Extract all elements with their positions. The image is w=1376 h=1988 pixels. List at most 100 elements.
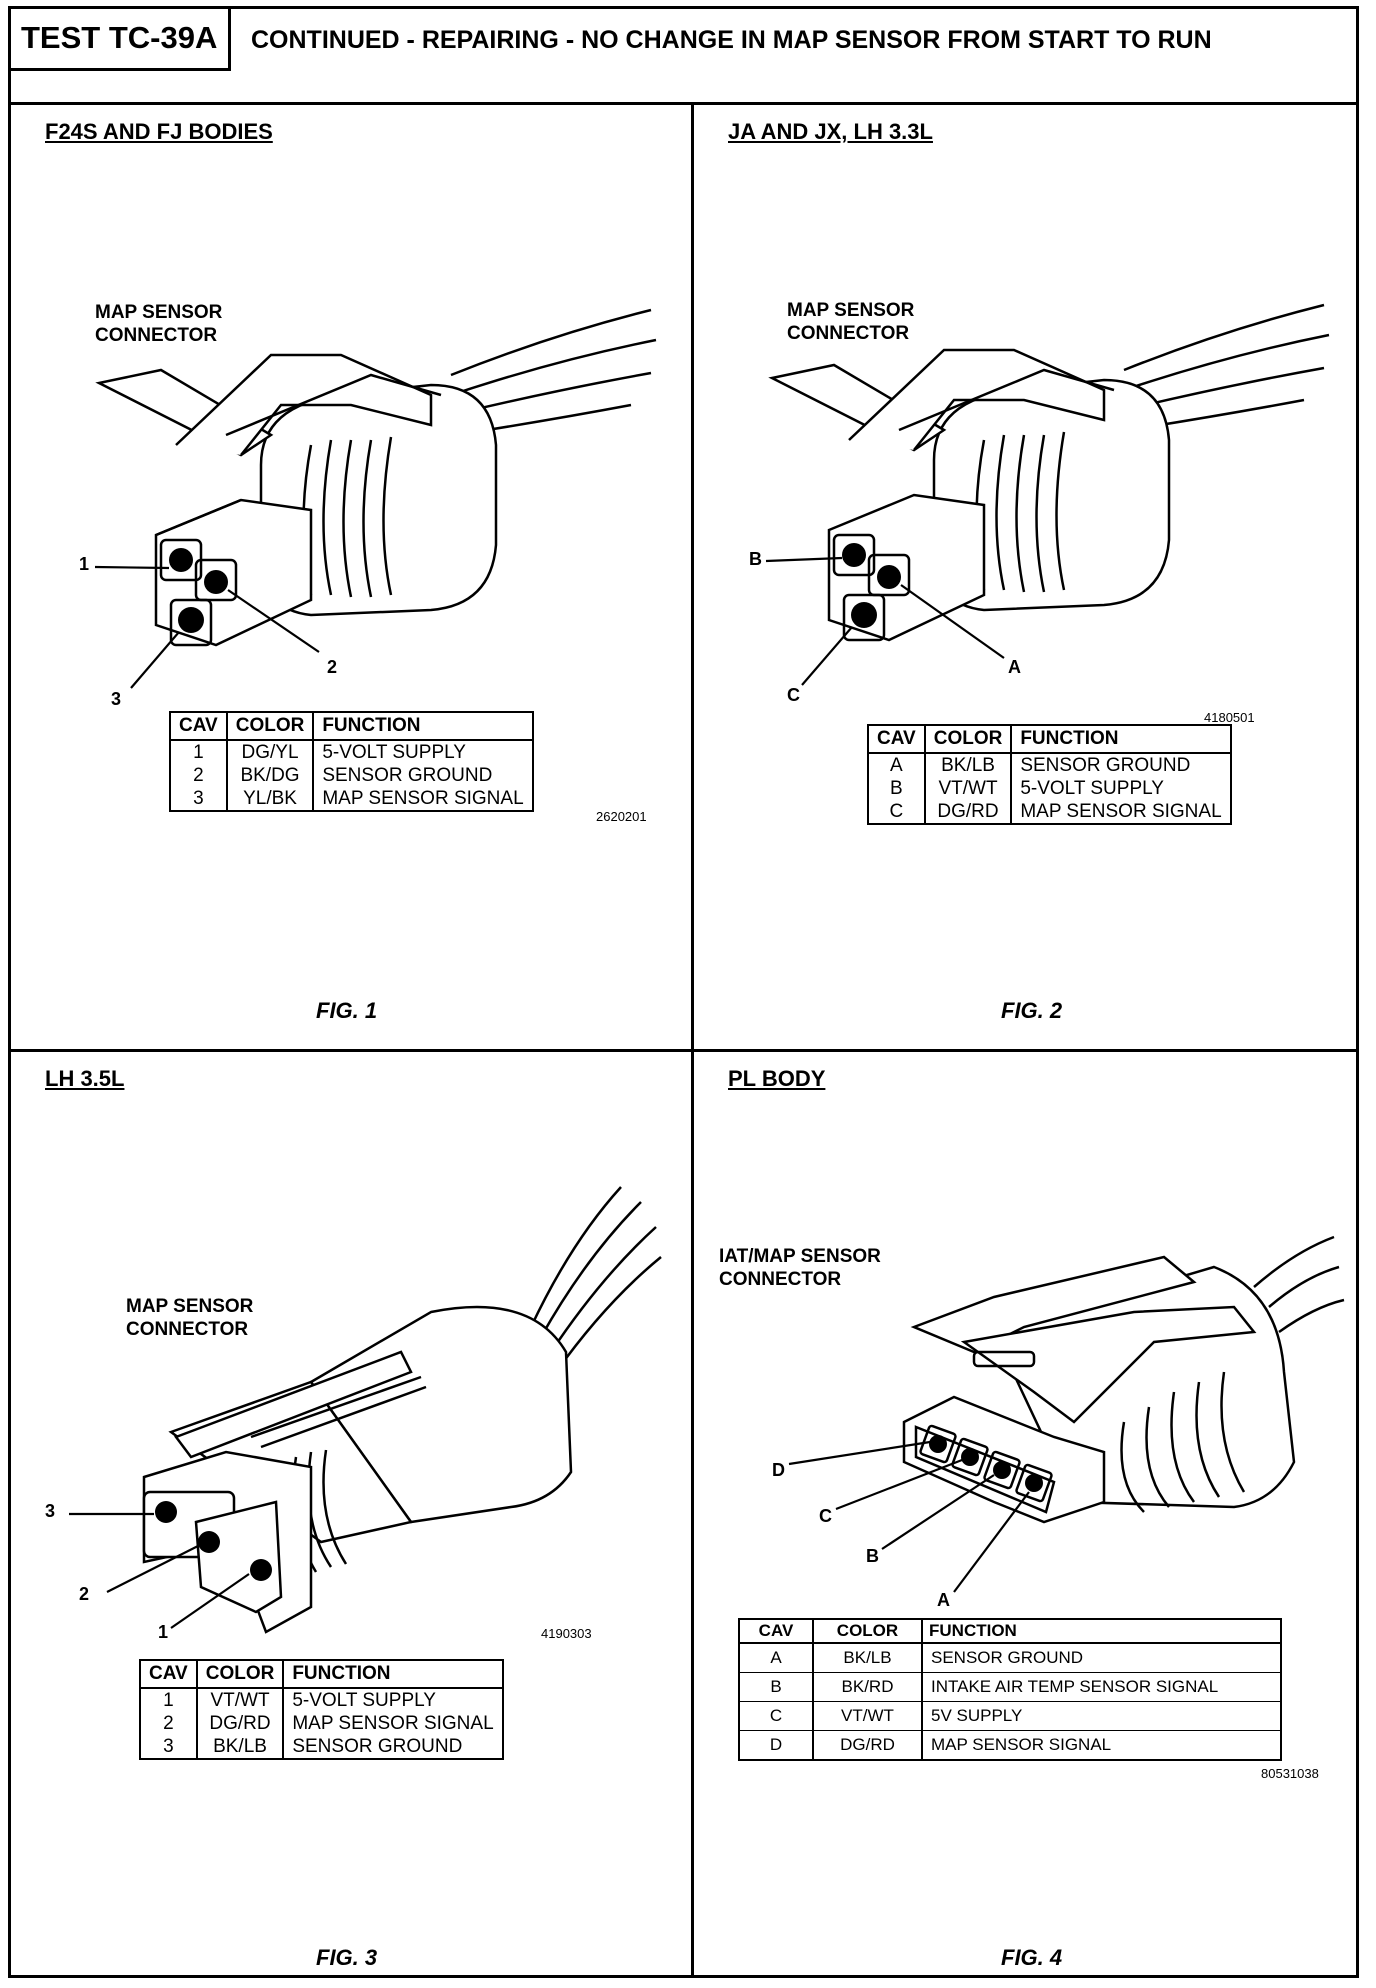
cav-cell: C bbox=[738, 1701, 814, 1731]
illustration-ref-number: 4180501 bbox=[1204, 710, 1255, 725]
table-row: 1 VT/WT 5-VOLT SUPPLY bbox=[139, 1688, 504, 1712]
column-header: CAV bbox=[169, 711, 228, 741]
table-row: B VT/WT 5-VOLT SUPPLY bbox=[867, 777, 1232, 800]
pin-label: 3 bbox=[111, 689, 122, 709]
panel-pl-body: PL BODY IAT/MAP SENSOR CONNECTOR bbox=[694, 1052, 1362, 1978]
pin-label: 1 bbox=[79, 554, 90, 574]
table-header-row: CAV COLOR FUNCTION bbox=[139, 1659, 504, 1689]
panel-f24s-fj: F24S AND FJ BODIES MAP SENSOR CONNECTOR bbox=[11, 105, 691, 1049]
color-cell: BK/LB bbox=[195, 1735, 285, 1759]
connector-label: MAP SENSOR CONNECTOR bbox=[787, 299, 914, 345]
figure-caption: FIG. 1 bbox=[316, 998, 378, 1023]
table-row: 3 BK/LB SENSOR GROUND bbox=[139, 1735, 504, 1759]
table-row: A BK/LB SENSOR GROUND bbox=[738, 1643, 1282, 1673]
cav-cell: 1 bbox=[169, 740, 228, 764]
cav-cell: C bbox=[867, 800, 926, 824]
column-header: COLOR bbox=[923, 724, 1013, 754]
function-cell: MAP SENSOR SIGNAL bbox=[282, 1712, 504, 1735]
column-header: FUNCTION bbox=[921, 1618, 1282, 1644]
column-header: COLOR bbox=[812, 1618, 923, 1644]
color-cell: BK/LB bbox=[812, 1643, 923, 1673]
pin-label: A bbox=[937, 1590, 950, 1610]
cav-cell: B bbox=[867, 777, 926, 800]
cav-cell: 1 bbox=[139, 1688, 198, 1712]
panel-title: LH 3.5L bbox=[45, 1066, 125, 1091]
panel-title: JA AND JX, LH 3.3L bbox=[728, 119, 933, 144]
table-row: 3 YL/BK MAP SENSOR SIGNAL bbox=[169, 787, 534, 811]
column-header: FUNCTION bbox=[1010, 724, 1232, 754]
function-cell: INTAKE AIR TEMP SENSOR SIGNAL bbox=[921, 1672, 1282, 1702]
cav-cell: B bbox=[738, 1672, 814, 1702]
color-cell: BK/RD bbox=[812, 1672, 923, 1702]
color-cell: DG/YL bbox=[225, 740, 315, 764]
connector-label-line-1: MAP SENSOR bbox=[126, 1296, 254, 1317]
connector-label-line-2: CONNECTOR bbox=[787, 323, 910, 344]
pin-table: CAV COLOR FUNCTION 1 DG/YL 5-VOLT SUPPLY… bbox=[169, 711, 534, 812]
color-cell: DG/RD bbox=[923, 800, 1013, 824]
column-divider bbox=[691, 105, 694, 1978]
pin-label: D bbox=[772, 1460, 785, 1480]
connector-label: IAT/MAP SENSOR CONNECTOR bbox=[719, 1245, 881, 1291]
connector-label-line-2: CONNECTOR bbox=[95, 325, 218, 346]
function-cell: 5V SUPPLY bbox=[921, 1701, 1282, 1731]
column-header: COLOR bbox=[225, 711, 315, 741]
map-sensor-connector-3pin-illustration bbox=[94, 308, 657, 689]
illustration-ref-number: 2620201 bbox=[596, 809, 647, 824]
color-cell: VT/WT bbox=[923, 777, 1013, 800]
table-row: D DG/RD MAP SENSOR SIGNAL bbox=[738, 1730, 1282, 1761]
iat-map-sensor-connector-illustration bbox=[788, 1235, 1345, 1593]
function-cell: 5-VOLT SUPPLY bbox=[312, 740, 534, 764]
function-cell: MAP SENSOR SIGNAL bbox=[921, 1730, 1282, 1761]
function-cell: 5-VOLT SUPPLY bbox=[282, 1688, 504, 1712]
pin-label: 3 bbox=[45, 1501, 56, 1521]
table-row: 2 DG/RD MAP SENSOR SIGNAL bbox=[139, 1712, 504, 1735]
table-row: C VT/WT 5V SUPPLY bbox=[738, 1701, 1282, 1731]
color-cell: DG/RD bbox=[195, 1712, 285, 1735]
function-cell: 5-VOLT SUPPLY bbox=[1010, 777, 1232, 800]
pin-label: C bbox=[819, 1506, 832, 1526]
table-row: 1 DG/YL 5-VOLT SUPPLY bbox=[169, 740, 534, 764]
function-cell: SENSOR GROUND bbox=[282, 1735, 504, 1759]
pin-table: CAV COLOR FUNCTION A BK/LB SENSOR GROUND… bbox=[738, 1618, 1282, 1761]
pin-label: 1 bbox=[158, 1622, 169, 1642]
connector-label-line-2: CONNECTOR bbox=[719, 1269, 842, 1290]
table-row: B BK/RD INTAKE AIR TEMP SENSOR SIGNAL bbox=[738, 1672, 1282, 1702]
function-cell: SENSOR GROUND bbox=[1010, 753, 1232, 777]
pin-label: 2 bbox=[79, 1584, 90, 1604]
connector-label-line-1: MAP SENSOR bbox=[787, 300, 915, 321]
service-manual-page: TEST TC-39A CONTINUED - REPAIRING - NO C… bbox=[8, 6, 1359, 1978]
column-header: CAV bbox=[738, 1618, 814, 1644]
row-divider bbox=[11, 1049, 1356, 1052]
table-header-row: CAV COLOR FUNCTION bbox=[867, 724, 1232, 754]
table-row: 2 BK/DG SENSOR GROUND bbox=[169, 764, 534, 787]
figure-caption: FIG. 3 bbox=[316, 1945, 378, 1970]
header-divider bbox=[11, 102, 1356, 105]
cav-cell: A bbox=[867, 753, 926, 777]
cav-cell: 2 bbox=[169, 764, 228, 787]
color-cell: DG/RD bbox=[812, 1730, 923, 1761]
figure-caption: FIG. 2 bbox=[1001, 998, 1063, 1023]
cav-cell: A bbox=[738, 1643, 814, 1673]
color-cell: BK/LB bbox=[923, 753, 1013, 777]
panel-lh35: LH 3.5L MAP SENSOR CONNECTOR bbox=[11, 1052, 691, 1978]
column-header: FUNCTION bbox=[282, 1659, 504, 1689]
color-cell: BK/DG bbox=[225, 764, 315, 787]
panel-title: PL BODY bbox=[728, 1066, 826, 1091]
cav-cell: 2 bbox=[139, 1712, 198, 1735]
table-row: A BK/LB SENSOR GROUND bbox=[867, 753, 1232, 777]
test-id: TEST TC-39A bbox=[21, 20, 218, 55]
test-id-box: TEST TC-39A bbox=[11, 9, 231, 71]
column-header: CAV bbox=[867, 724, 926, 754]
function-cell: SENSOR GROUND bbox=[312, 764, 534, 787]
color-cell: VT/WT bbox=[812, 1701, 923, 1731]
function-cell: MAP SENSOR SIGNAL bbox=[1010, 800, 1232, 824]
map-sensor-connector-lh35-illustration bbox=[69, 1186, 662, 1634]
table-header-row: CAV COLOR FUNCTION bbox=[169, 711, 534, 741]
connector-label: MAP SENSOR CONNECTOR bbox=[95, 301, 222, 347]
page-title: CONTINUED - REPAIRING - NO CHANGE IN MAP… bbox=[251, 26, 1212, 54]
column-header: CAV bbox=[139, 1659, 198, 1689]
pin-label: B bbox=[866, 1546, 879, 1566]
connector-label-line-1: MAP SENSOR bbox=[95, 302, 223, 323]
pin-table: CAV COLOR FUNCTION 1 VT/WT 5-VOLT SUPPLY… bbox=[139, 1659, 504, 1760]
illustration-ref-number: 4190303 bbox=[541, 1626, 592, 1641]
